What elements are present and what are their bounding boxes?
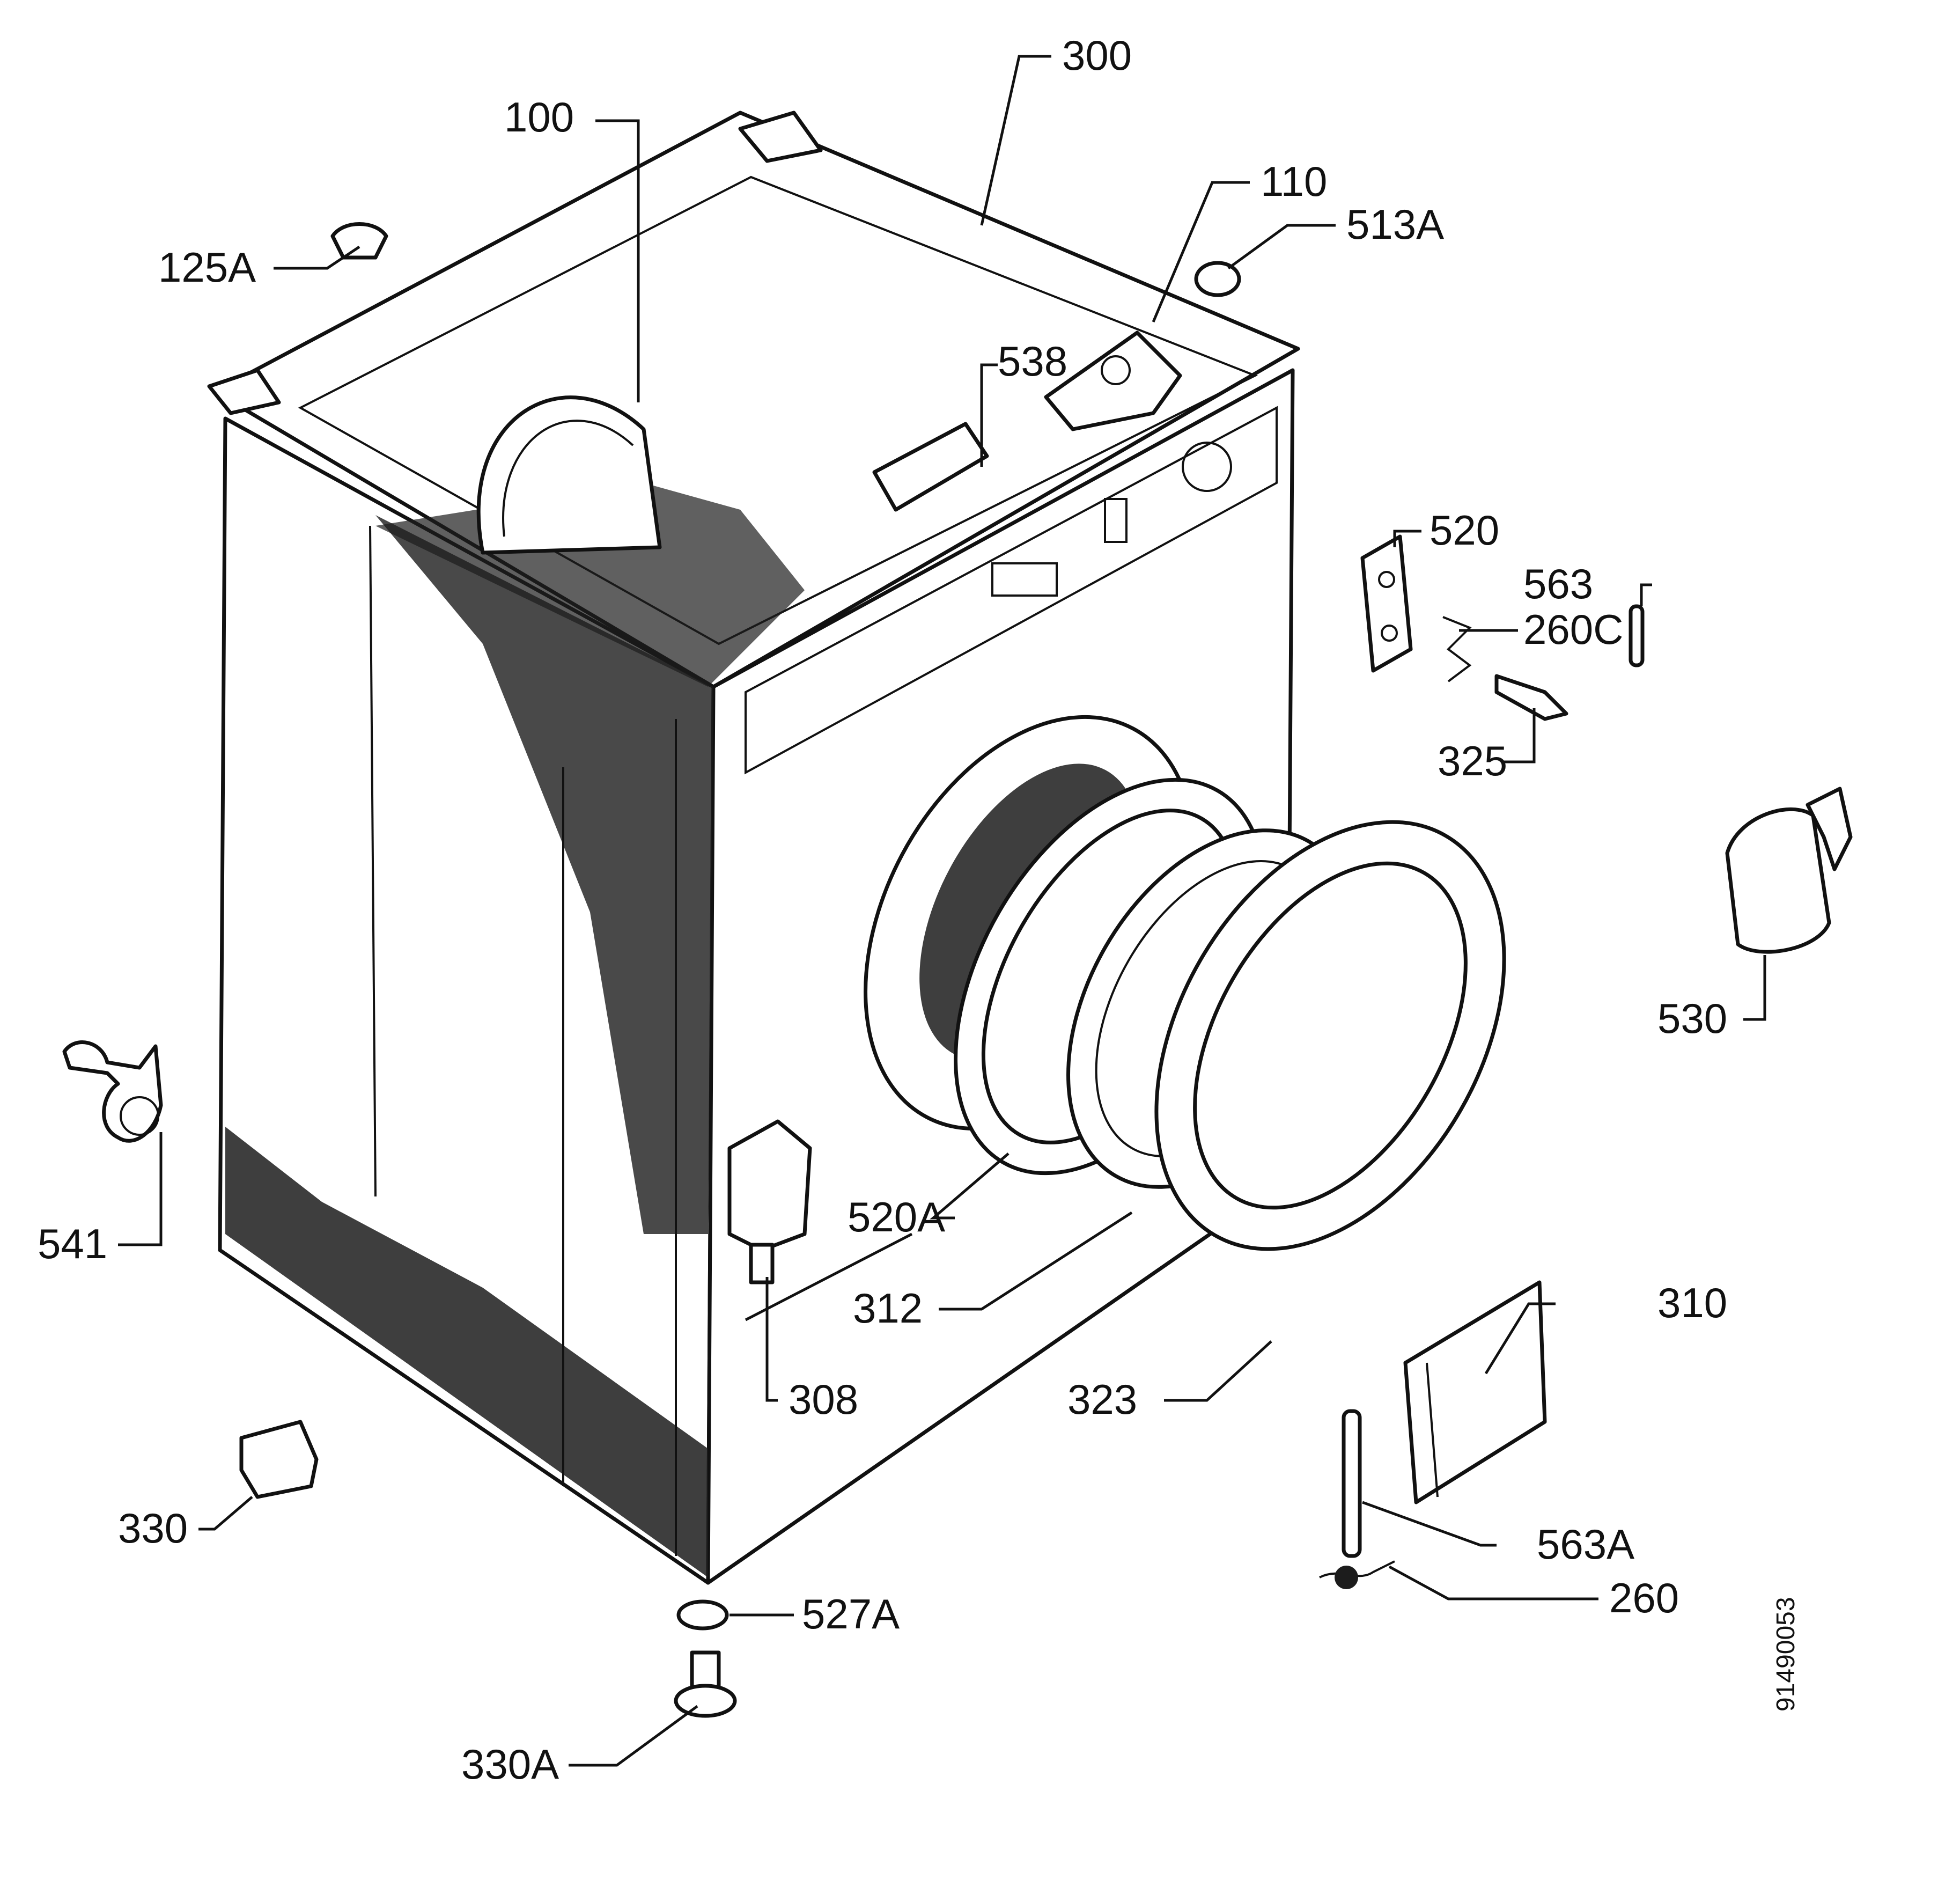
part-330 — [239, 1420, 319, 1499]
callout-513A: 513A — [1346, 201, 1444, 248]
callout-538: 538 — [998, 337, 1067, 385]
figure-number: 91490053 — [1772, 1597, 1800, 1712]
callout-330: 330 — [118, 1504, 188, 1552]
part-530 — [1725, 787, 1853, 954]
callout-310: 310 — [1657, 1279, 1727, 1326]
callout-563: 563 — [1523, 560, 1593, 607]
part-310 — [1403, 1280, 1547, 1504]
part-563A — [1342, 1409, 1362, 1558]
callout-330A: 330A — [461, 1741, 559, 1788]
part-513A — [1194, 261, 1241, 297]
part-325 — [1494, 674, 1568, 721]
door-frame-323 — [1154, 820, 1506, 1251]
callout-300: 300 — [1062, 32, 1132, 79]
part-541 — [62, 1040, 163, 1143]
part-260 — [1319, 1560, 1395, 1589]
callout-312: 312 — [853, 1284, 923, 1332]
callout-125A: 125A — [158, 244, 256, 291]
part-527A — [676, 1599, 729, 1631]
callout-100: 100 — [504, 93, 574, 141]
callout-308: 308 — [789, 1376, 858, 1423]
callout-260: 260 — [1609, 1574, 1679, 1621]
part-125A — [330, 222, 388, 260]
part-330A — [674, 1650, 737, 1718]
callout-520A: 520A — [848, 1193, 945, 1240]
callout-325: 325 — [1438, 737, 1507, 784]
callout-563A: 563A — [1537, 1521, 1634, 1568]
callout-110: 110 — [1261, 158, 1327, 205]
callout-541: 541 — [38, 1220, 107, 1267]
part-563 — [1629, 604, 1645, 667]
callout-labels: 100 300 110 513A 125A 538 520 563 260C 3… — [38, 32, 1727, 1788]
part-520 — [1360, 534, 1413, 673]
callout-520: 520 — [1430, 506, 1499, 554]
callout-530: 530 — [1657, 995, 1727, 1042]
callout-527A: 527A — [802, 1590, 900, 1638]
door-handle-308 — [727, 1119, 913, 1321]
callout-260C: 260C — [1523, 606, 1623, 653]
part-260C — [1442, 616, 1472, 682]
leader-lines — [118, 55, 1766, 1767]
callout-323: 323 — [1067, 1376, 1137, 1423]
